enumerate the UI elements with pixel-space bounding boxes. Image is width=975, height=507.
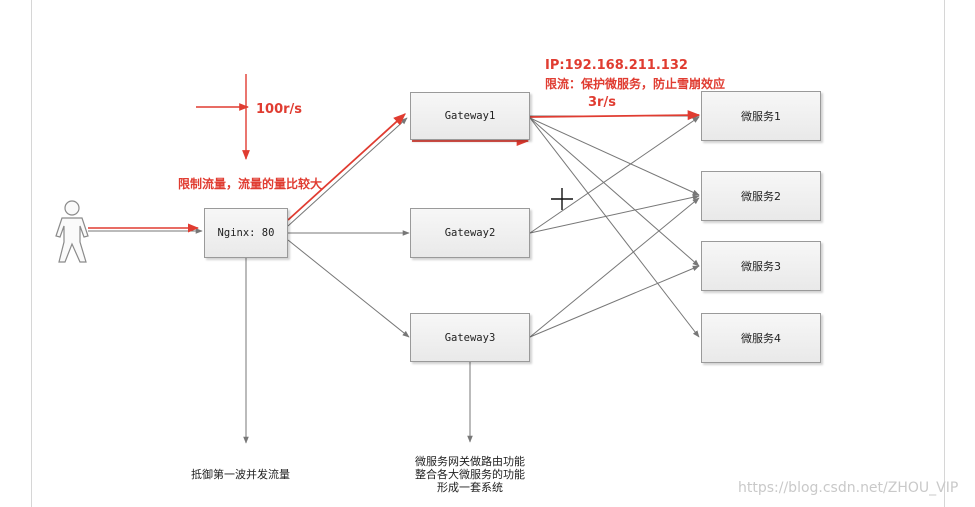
gw1-to-svc1-red-line	[529, 110, 701, 121]
gateway-note-line-1: 微服务网关做路由功能	[415, 455, 525, 468]
gateway2-node[interactable]: Gateway2	[410, 208, 530, 258]
nginx-to-gateway1-red-line	[287, 113, 406, 221]
gateway-note-line-2: 整合各大微服务的功能	[415, 468, 525, 481]
gw3-to-svc2-line	[529, 197, 700, 338]
gateway1-node-label: Gateway1	[444, 110, 496, 122]
frame-right-border	[944, 0, 945, 507]
service1-node-label: 微服务1	[741, 110, 781, 123]
crosshair-cursor-icon	[551, 188, 573, 210]
service3-node-label: 微服务3	[741, 260, 781, 273]
rate-3-label: 3r/s	[588, 95, 616, 110]
ip-address-label: IP:192.168.211.132	[545, 58, 688, 73]
service1-node[interactable]: 微服务1	[701, 91, 821, 141]
service4-node-label: 微服务4	[741, 332, 781, 345]
nginx-node-label: Nginx: 80	[217, 227, 275, 239]
gateway1-node[interactable]: Gateway1	[410, 92, 530, 140]
nginx-to-gateway1-line	[287, 117, 408, 227]
gw2-to-svc2-line	[529, 194, 700, 234]
service3-node[interactable]: 微服务3	[701, 241, 821, 291]
gateway2-node-label: Gateway2	[444, 227, 496, 239]
gw1-to-svc3-line	[529, 117, 700, 267]
gateway-note-block: 微服务网关做路由功能 整合各大微服务的功能 形成一套系统	[405, 455, 535, 494]
nginx-node[interactable]: Nginx: 80	[204, 208, 288, 258]
gateway3-node-label: Gateway3	[444, 331, 496, 344]
service4-node[interactable]: 微服务4	[701, 313, 821, 363]
limit-note-label: 限制流量，流量的量比较大	[178, 177, 323, 191]
limit-protect-label: 限流：保护微服务，防止雪崩效应	[545, 77, 726, 91]
rate-100-label: 100r/s	[256, 102, 303, 117]
gateway-note-line-3: 形成一套系统	[437, 481, 503, 494]
user-person-icon	[55, 200, 89, 263]
gw1-to-svc4-line	[529, 117, 700, 338]
gw2-to-svc1-line	[529, 116, 700, 234]
gw1-to-svc2-line	[529, 117, 700, 196]
watermark-text: https://blog.csdn.net/ZHOU_VIP	[738, 480, 959, 496]
gw3-to-svc3-line	[529, 265, 700, 338]
frame-left-border	[31, 0, 32, 507]
nginx-note-label: 抵御第一波并发流量	[191, 468, 290, 481]
service2-node[interactable]: 微服务2	[701, 171, 821, 221]
service2-node-label: 微服务2	[741, 190, 781, 203]
nginx-to-gateway3-line	[287, 239, 410, 338]
gateway3-node[interactable]: Gateway3	[410, 313, 530, 362]
